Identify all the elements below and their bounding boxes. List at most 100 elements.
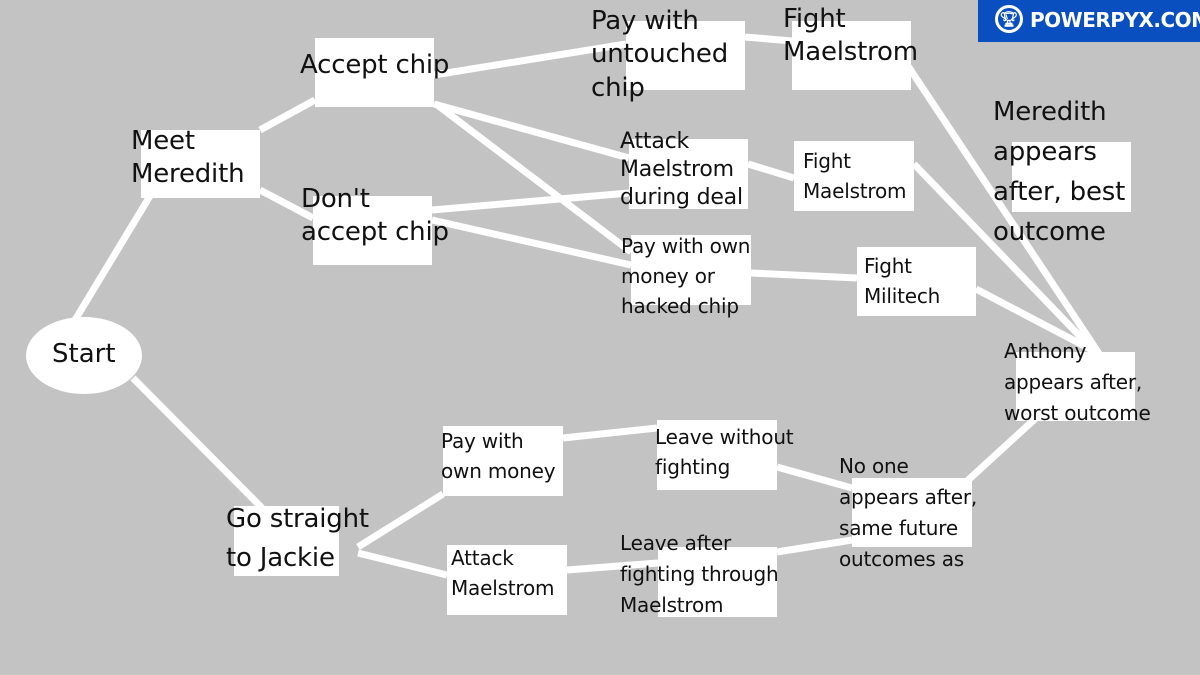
- label-line: worst outcome: [1004, 401, 1151, 425]
- label-line: Meet: [131, 126, 195, 156]
- label-line: Accept chip: [300, 50, 450, 80]
- label-line: Leave without: [655, 425, 794, 449]
- label-line: Anthony: [1004, 339, 1087, 363]
- node-dont-accept-chip-label: Don't accept chip: [301, 183, 449, 250]
- label-line: Maelstrom: [620, 593, 724, 617]
- node-meet-meredith-label: Meet Meredith: [131, 125, 245, 192]
- node-fight-militech-box: [857, 247, 976, 316]
- node-pay-own-or-hacked-label: Pay with own money or hacked chip: [621, 231, 750, 321]
- node-anthony-appears-box: [1016, 352, 1135, 421]
- label-line: appears after,: [839, 485, 978, 509]
- brand-badge[interactable]: 🏆︎ POWERPYX.COM: [978, 0, 1200, 42]
- edge-attack-maelstrom-deal-to-fight-maelstrom-2: [746, 160, 796, 182]
- label-line: same future: [839, 516, 958, 540]
- edge-leave-after-fighting-to-no-one-appears: [776, 536, 853, 556]
- node-start-label: Start: [52, 339, 116, 369]
- node-accept-chip-label: Accept chip: [300, 49, 449, 82]
- edge-leave-without-fighting-to-no-one-appears: [776, 463, 853, 492]
- label-line: Meredith: [131, 159, 245, 190]
- edge-fight-maelstrom-1-to-anthony-appears: [905, 64, 1103, 357]
- label-line: to Jackie: [226, 543, 335, 573]
- edge-accept-chip-to-pay-untouched-chip: [433, 40, 627, 79]
- edge-meet-meredith-to-accept-chip: [258, 96, 317, 134]
- label-line: Fight: [864, 254, 912, 278]
- label-line: fighting through: [620, 562, 779, 586]
- node-go-straight-jackie-box: [234, 506, 339, 576]
- node-fight-maelstrom-2-box: [794, 141, 914, 211]
- edge-go-straight-jackie-to-pay-own-money: [356, 491, 445, 550]
- label-line: after, best: [993, 177, 1126, 207]
- label-line: accept chip: [301, 217, 449, 248]
- node-no-one-appears-label: No one appears after, same future outcom…: [839, 451, 977, 575]
- node-attack-maelstrom-deal-box: [629, 139, 748, 209]
- node-fight-militech-label: Fight Militech: [864, 251, 940, 311]
- label-line: appears: [993, 137, 1097, 167]
- label-line: Fight: [803, 149, 851, 173]
- edge-accept-chip-to-pay-own-or-hacked: [433, 101, 634, 255]
- node-pay-own-money-label: Pay with own money: [441, 426, 556, 486]
- node-pay-own-or-hacked-box: [631, 235, 751, 305]
- node-leave-after-fighting-label: Leave after fighting through Maelstrom: [620, 528, 779, 621]
- label-line: outcome: [993, 217, 1106, 247]
- edge-meet-meredith-to-dont-accept-chip: [258, 186, 315, 222]
- node-start: Start: [26, 317, 142, 394]
- edge-attack-maelstrom-to-leave-after-fighting: [566, 559, 659, 574]
- node-pay-own-money-box: [443, 426, 563, 496]
- label-line: fighting: [655, 455, 731, 479]
- node-attack-maelstrom-label: Attack Maelstrom: [451, 543, 555, 603]
- label-line: No one: [839, 454, 909, 478]
- label-line: own money: [441, 459, 556, 483]
- label-line: Meredith: [993, 97, 1107, 127]
- label-line: Attack: [620, 129, 690, 154]
- node-leave-without-fighting-label: Leave without fighting: [655, 422, 794, 482]
- node-fight-maelstrom-1-box: [792, 21, 911, 90]
- edge-pay-untouched-chip-to-fight-maelstrom-1: [744, 33, 793, 45]
- edge-pay-own-money-to-leave-without-fighting: [562, 424, 658, 442]
- node-attack-maelstrom-box: [447, 545, 567, 615]
- label-line: Maelstrom: [783, 37, 918, 68]
- node-no-one-appears-box: [852, 478, 972, 547]
- edge-start-to-go-straight-jackie: [130, 375, 265, 511]
- label-line: Don't: [301, 184, 370, 214]
- label-line: appears after,: [1004, 370, 1143, 394]
- label-line: chip: [591, 72, 645, 103]
- label-line: Go straight: [226, 504, 369, 534]
- edge-pay-own-or-hacked-to-fight-militech: [750, 269, 858, 282]
- node-meredith-appears-label: Meredith appears after, best outcome: [993, 92, 1125, 252]
- node-fight-maelstrom-2-label: Fight Maelstrom: [803, 146, 907, 206]
- node-dont-accept-chip-box: [313, 196, 432, 265]
- label-line: Leave after: [620, 531, 731, 555]
- node-anthony-appears-label: Anthony appears after, worst outcome: [1004, 336, 1151, 429]
- node-accept-chip-box: [315, 38, 434, 107]
- label-line: untouched: [591, 39, 729, 70]
- edge-go-straight-jackie-to-attack-maelstrom: [357, 549, 448, 579]
- label-line: Fight: [783, 4, 846, 34]
- brand-name: POWERPYX.COM: [1030, 8, 1200, 32]
- node-meredith-appears-box: [1012, 142, 1131, 212]
- node-fight-maelstrom-1-label: Fight Maelstrom: [783, 3, 918, 70]
- label-line: Maelstrom: [451, 576, 555, 600]
- node-go-straight-jackie-label: Go straight to Jackie: [226, 500, 369, 578]
- label-line: Militech: [864, 284, 941, 308]
- label-line: Maelstrom: [620, 157, 734, 183]
- node-attack-maelstrom-deal-label: Attack Maelstrom during deal: [620, 128, 743, 212]
- label-line: Attack: [451, 546, 514, 570]
- label-line: Pay with: [591, 6, 699, 36]
- node-leave-without-fighting-box: [657, 420, 777, 490]
- trophy-icon: 🏆︎: [995, 5, 1023, 33]
- label-line: Maelstrom: [803, 179, 907, 203]
- label-line: Pay with: [441, 429, 524, 453]
- label-line: during deal: [620, 185, 743, 211]
- label-line: money or: [621, 264, 715, 288]
- node-leave-after-fighting-box: [658, 547, 777, 617]
- edge-dont-accept-chip-to-pay-own-or-hacked: [431, 216, 632, 269]
- edge-accept-chip-to-attack-maelstrom-deal: [433, 100, 630, 162]
- label-line: outcomes as: [839, 547, 965, 571]
- edge-fight-maelstrom-2-to-anthony-appears: [911, 161, 1101, 358]
- node-pay-untouched-chip-box: [626, 21, 745, 90]
- label-line: hacked chip: [621, 294, 739, 318]
- edge-dont-accept-chip-to-attack-maelstrom-deal: [431, 189, 630, 214]
- edge-start-to-meet-meredith: [72, 194, 153, 322]
- edge-fight-militech-to-anthony-appears: [974, 285, 1098, 356]
